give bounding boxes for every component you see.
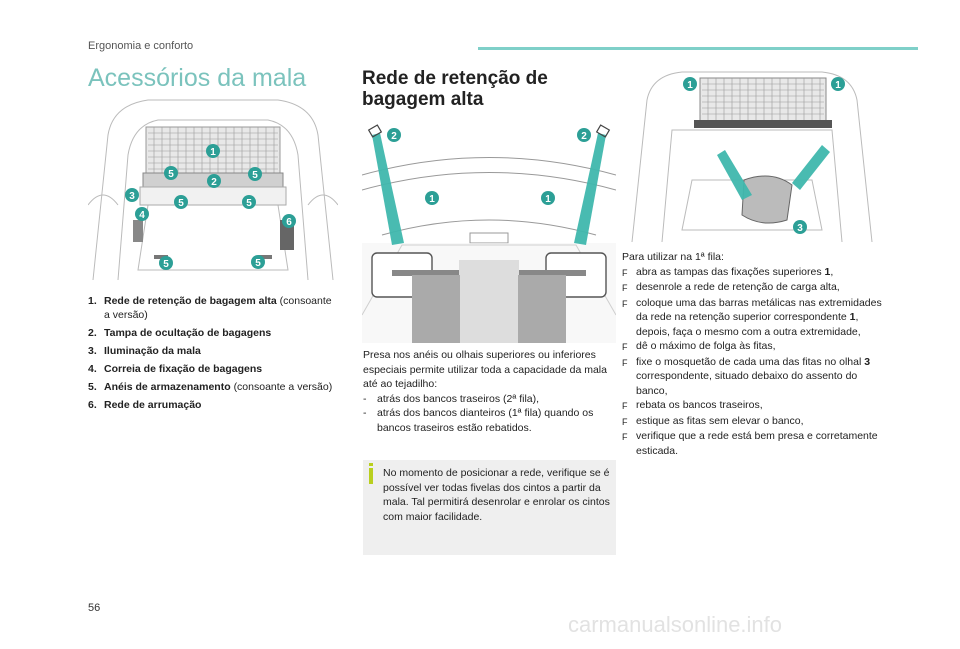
svg-text:3: 3 [129,191,135,202]
legend-item: 2.Tampa de ocultação de bagagens [88,327,272,339]
component-legend: 1.Rede de retenção de bagagem alta (cons… [88,294,338,416]
info-icon [369,463,373,466]
legend-item: 3.Iluminação da mala [88,345,201,357]
legend-item: 4.Correia de fixação de bagagens [88,363,263,375]
rear-view-illustration [631,71,873,242]
info-note: No momento de posicionar a rede, verifiq… [363,460,616,555]
badge-3: 3 [125,188,139,202]
page-number: 56 [88,602,101,614]
badge-1-left: 1 [425,191,439,205]
cabin-figure: 2 2 1 1 [362,115,616,343]
svg-text:5: 5 [252,170,258,181]
svg-text:2: 2 [581,131,587,142]
svg-text:5: 5 [163,259,169,270]
svg-text:1: 1 [835,80,841,91]
badge-4: 4 [135,207,149,221]
rear-view-figure: 1 1 3 [622,70,882,242]
dash-item: -atrás dos bancos dianteiros (1ª fila) q… [363,407,594,434]
section-title: Rede de retenção de bagagem alta [362,68,548,110]
badge-5a: 5 [164,166,178,180]
note-text: No momento de posicionar a rede, verifiq… [383,467,610,523]
middle-body: Presa nos anéis ou olhais superiores ou … [363,348,615,435]
badge-2-left: 2 [387,128,401,142]
badge-5e: 5 [159,256,173,270]
info-icon-bar [369,468,373,484]
svg-text:5: 5 [168,169,174,180]
trunk-figure: 1 2 3 4 5 5 5 5 5 5 6 [88,95,338,285]
legend-item: 5.Anéis de armazenamento (consoante a ve… [88,381,333,393]
watermark: carmanualsonline.info [568,612,783,637]
section-header: Ergonomia e conforto [88,40,194,52]
svg-text:2: 2 [391,131,397,142]
svg-text:5: 5 [255,258,261,269]
badge-2-right: 2 [577,128,591,142]
svg-text:3: 3 [797,223,803,234]
svg-text:1: 1 [210,147,216,158]
badge-1-right: 1 [541,191,555,205]
badge-3: 3 [793,220,807,234]
svg-text:4: 4 [139,210,145,221]
legend-item: 6.Rede de arrumação [88,399,202,411]
dash-item: -atrás dos bancos traseiros (2ª fila), [363,392,540,405]
svg-text:5: 5 [178,198,184,209]
badge-5c: 5 [174,195,188,209]
badge-5b: 5 [248,167,262,181]
badge-1-left: 1 [683,77,697,91]
header-rule [478,47,918,50]
page-title: Acessórios da mala [88,64,307,92]
badge-5d: 5 [242,195,256,209]
svg-text:5: 5 [246,198,252,209]
legend-item: 1.Rede de retenção de bagagem alta (cons… [88,295,332,321]
cabin-illustration [362,124,616,343]
svg-text:1: 1 [687,80,693,91]
svg-text:6: 6 [286,217,292,228]
rear-view-badges: 1 1 3 [683,77,845,234]
svg-text:2: 2 [211,177,217,188]
badge-1-right: 1 [831,77,845,91]
badge-1: 1 [206,144,220,158]
badge-6: 6 [282,214,296,228]
badge-5f: 5 [251,255,265,269]
svg-text:1: 1 [429,194,435,205]
trunk-badges: 1 2 3 4 5 5 5 5 5 5 6 [125,144,296,270]
cabin-badges: 2 2 1 1 [387,128,591,205]
svg-text:1: 1 [545,194,551,205]
middle-intro: Presa nos anéis ou olhais superiores ou … [363,349,607,390]
badge-2: 2 [207,174,221,188]
instructions-intro: Para utilizar na 1ª fila: [622,251,724,263]
